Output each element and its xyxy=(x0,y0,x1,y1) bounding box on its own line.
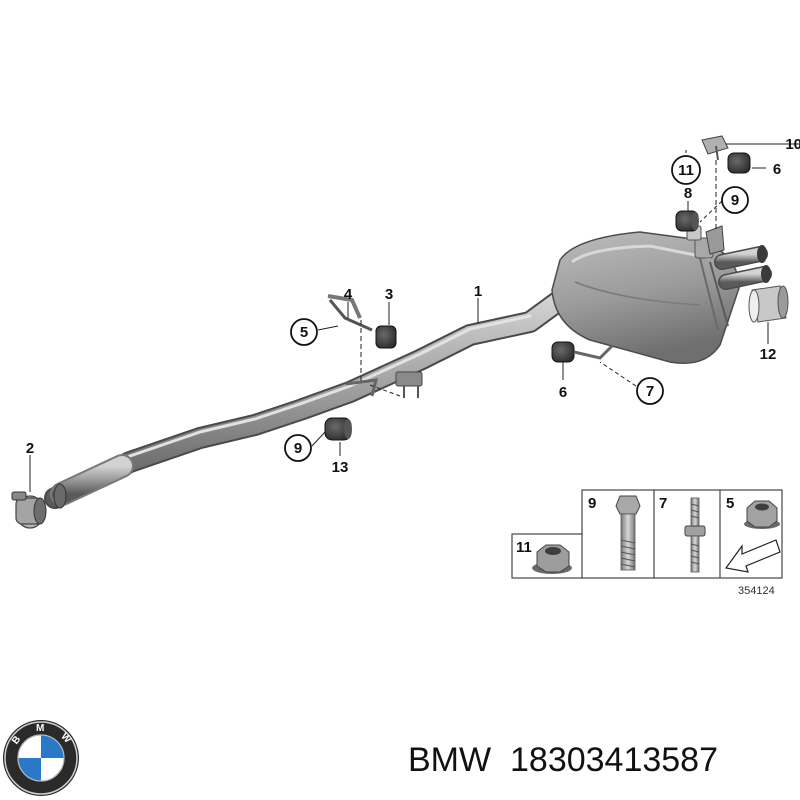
hex-nut-5 xyxy=(744,500,780,529)
bmw-logo: B M W xyxy=(3,720,79,796)
callout-12: 12 xyxy=(760,346,777,363)
rubber-mount-13 xyxy=(324,417,352,441)
pipe-clamp xyxy=(11,491,47,529)
callout-9-lower: 9 xyxy=(294,440,302,457)
callout-3: 3 xyxy=(385,286,393,303)
inset-label-11: 11 xyxy=(516,539,532,556)
inset-label-9: 9 xyxy=(588,495,596,512)
callout-6-lower: 6 xyxy=(559,384,567,401)
part-number: 18303413587 xyxy=(510,741,718,779)
exhaust-pipe xyxy=(44,289,571,509)
rubber-mount-6-upper xyxy=(727,152,751,174)
brand-name: BMW xyxy=(408,741,491,779)
callout-2: 2 xyxy=(26,440,34,457)
inset-label-7: 7 xyxy=(659,495,667,512)
flange-nut-11 xyxy=(532,544,572,574)
muffler-bracket xyxy=(705,225,725,255)
callout-5: 5 xyxy=(300,324,308,341)
callout-4: 4 xyxy=(344,286,353,303)
callout-7: 7 xyxy=(646,383,654,400)
callout-13: 13 xyxy=(332,459,349,476)
mount-bracket xyxy=(345,371,423,398)
reference-number: 354124 xyxy=(738,585,775,597)
tailpipe-trim-12 xyxy=(748,285,789,323)
callouts: 1 2 3 4 5 6 6 7 8 9 9 10 11 12 13 xyxy=(26,136,800,476)
fastener-inset: 11 9 7 5 xyxy=(511,489,783,597)
inset-label-5: 5 xyxy=(726,495,734,512)
stud-bolt-7 xyxy=(684,497,706,573)
callout-6-upper: 6 xyxy=(773,161,781,178)
rubber-mount-6-lower xyxy=(551,341,614,363)
rubber-mount-8 xyxy=(675,210,699,232)
callout-11: 11 xyxy=(678,162,694,179)
svg-text:M: M xyxy=(36,723,44,734)
direction-arrow-icon xyxy=(724,539,781,573)
callout-10: 10 xyxy=(785,136,800,153)
callout-8: 8 xyxy=(684,185,692,202)
leader-lines xyxy=(29,143,800,492)
callout-9-upper: 9 xyxy=(731,192,739,209)
bolt-9 xyxy=(615,495,641,571)
callout-1: 1 xyxy=(474,283,482,300)
rubber-mount-3 xyxy=(327,294,397,349)
rear-muffler xyxy=(551,225,772,364)
hanger-bracket-10 xyxy=(701,135,729,161)
